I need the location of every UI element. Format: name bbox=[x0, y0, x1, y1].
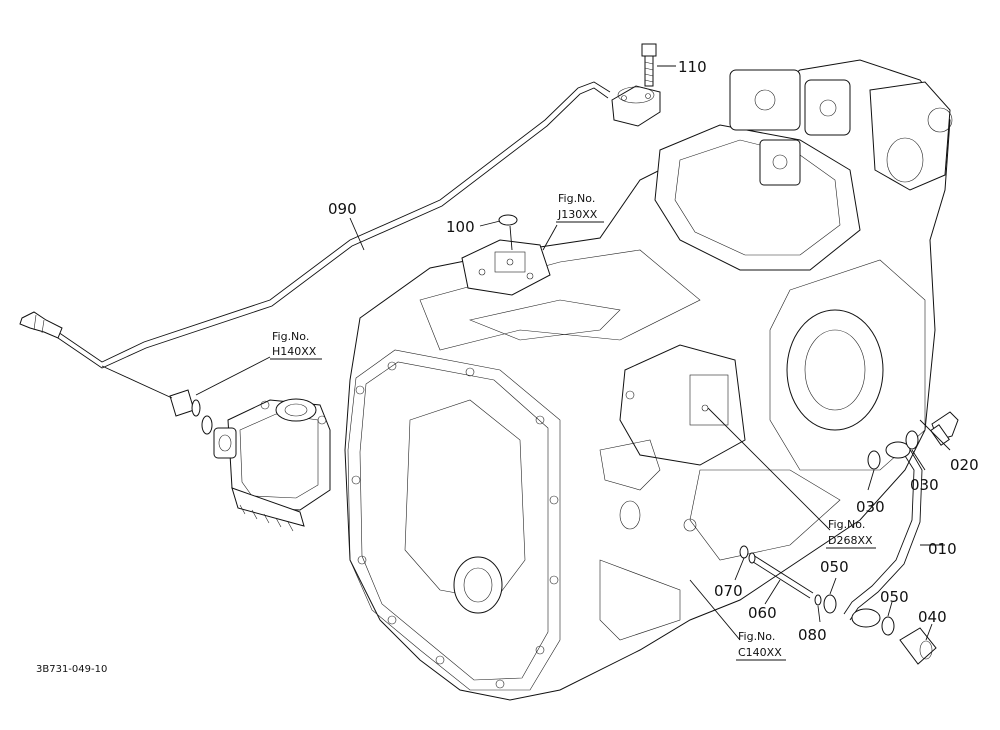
leader-lines bbox=[101, 65, 951, 641]
callout-050a: 050 bbox=[820, 558, 849, 576]
svg-text:H140XX: H140XX bbox=[272, 345, 317, 358]
bolt-110 bbox=[641, 43, 657, 87]
ref-h140: Fig.No. H140XX bbox=[270, 330, 322, 360]
svg-text:C140XX: C140XX bbox=[738, 646, 782, 659]
washer-030a bbox=[867, 450, 881, 470]
banjo-bolt-020 bbox=[930, 411, 959, 446]
callout-060: 060 bbox=[748, 604, 777, 622]
ref-d268: Fig.No. D268XX bbox=[826, 518, 876, 549]
pipe-cap-block bbox=[611, 85, 661, 127]
washer-030b bbox=[905, 430, 919, 450]
svg-text:Fig.No.: Fig.No. bbox=[828, 518, 865, 531]
callout-070: 070 bbox=[714, 582, 743, 600]
pipe-090 bbox=[19, 81, 611, 369]
valve-block-top bbox=[461, 239, 551, 296]
svg-text:Fig.No.: Fig.No. bbox=[738, 630, 775, 643]
callout-100: 100 bbox=[446, 218, 475, 236]
pump-inlet-fitting bbox=[169, 389, 213, 435]
banjo-bolt-040 bbox=[899, 627, 937, 665]
washer-050a bbox=[823, 594, 837, 614]
svg-text:Fig.No.: Fig.No. bbox=[558, 192, 595, 205]
svg-text:J130XX: J130XX bbox=[557, 208, 598, 221]
callout-110: 110 bbox=[678, 58, 707, 76]
svg-text:Fig.No.: Fig.No. bbox=[272, 330, 309, 343]
callout-020: 020 bbox=[950, 456, 979, 474]
callout-030b: 030 bbox=[910, 476, 939, 494]
callout-090: 090 bbox=[328, 200, 357, 218]
o-ring-080 bbox=[814, 594, 822, 606]
drawing-code: 3B731-049-10 bbox=[36, 664, 107, 675]
transmission-housing bbox=[344, 59, 953, 701]
svg-text:D268XX: D268XX bbox=[828, 534, 873, 547]
callout-030a: 030 bbox=[856, 498, 885, 516]
callout-040: 040 bbox=[918, 608, 947, 626]
hydraulic-pump bbox=[213, 398, 331, 532]
pipe-010 bbox=[843, 441, 923, 628]
callout-080: 080 bbox=[798, 626, 827, 644]
ref-c140: Fig.No. C140XX bbox=[736, 630, 786, 661]
o-ring-100 bbox=[498, 214, 518, 226]
rod-060 bbox=[748, 552, 814, 599]
o-ring-070 bbox=[739, 545, 749, 559]
ref-j130: Fig.No. J130XX bbox=[556, 192, 604, 223]
washer-050b bbox=[881, 616, 895, 636]
callout-010: 010 bbox=[928, 540, 957, 558]
callout-050b: 050 bbox=[880, 588, 909, 606]
